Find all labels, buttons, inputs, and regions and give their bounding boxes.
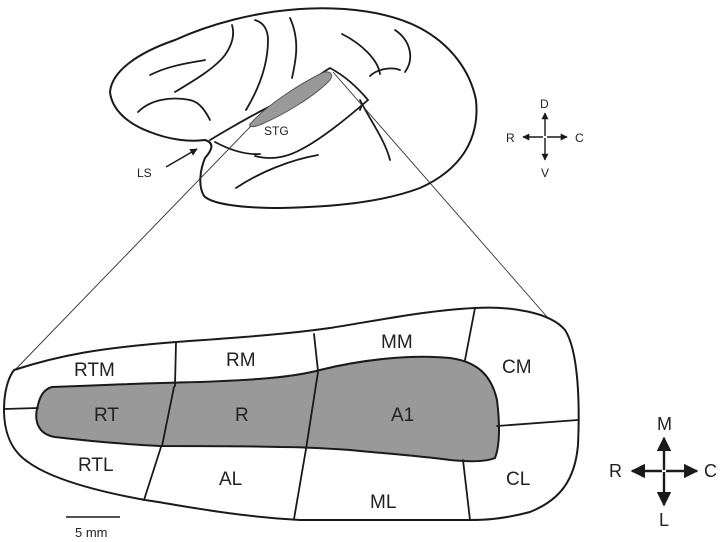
brain-outline: [109, 7, 478, 209]
compass-small-down: V: [541, 166, 549, 180]
core-region: [35, 355, 501, 463]
sulcus-1: [137, 97, 211, 121]
field-rm: RM: [226, 350, 256, 371]
boundary-r-a1: [305, 371, 319, 450]
auditory-fields-map: RTM RM MM CM RT R A1 RTL AL ML CL 5 mm: [3, 306, 580, 540]
field-ml: ML: [370, 492, 396, 513]
sulcus-10: [359, 99, 391, 161]
boundary-rt-r: [161, 386, 175, 447]
zoom-line-right: [332, 71, 549, 319]
ls-label: LS: [137, 166, 152, 180]
boundary-rm-mm: [313, 333, 319, 372]
field-rt: RT: [94, 405, 119, 426]
compass-small-right: C: [575, 131, 584, 145]
stg-region: [249, 71, 333, 128]
field-rtm: RTM: [74, 360, 115, 381]
compass-large-right: C: [704, 461, 717, 481]
sulcus-7: [394, 29, 412, 73]
boundary-rostral-tip: [3, 407, 39, 410]
sulcus-6: [341, 33, 381, 75]
sulcus-5: [289, 17, 298, 79]
sulcus-ls-lower: [214, 141, 261, 155]
compass-large-down: L: [659, 510, 669, 530]
ls-arrow: [165, 148, 198, 168]
sulcus-3: [174, 24, 235, 93]
field-cm: CM: [502, 357, 532, 378]
compass-small-left: R: [506, 131, 515, 145]
sulcus-8: [369, 67, 401, 77]
field-cl: CL: [506, 469, 530, 490]
sulcus-9: [235, 154, 319, 189]
sulcus-2: [149, 59, 206, 76]
scale-bar-label: 5 mm: [75, 525, 108, 540]
field-r: R: [235, 405, 249, 426]
boundary-rtm-rm: [174, 341, 177, 387]
boundary-al-ml: [293, 448, 307, 520]
compass-dvrc: D V R C: [506, 97, 584, 180]
field-mm: MM: [381, 332, 413, 353]
field-a1: A1: [391, 405, 414, 426]
field-al: AL: [219, 469, 242, 490]
stg-label: STG: [264, 124, 289, 138]
field-rtl: RTL: [78, 455, 114, 476]
compass-large-up: M: [657, 414, 672, 434]
belt-outline: [3, 306, 580, 522]
sulcus-4: [245, 19, 269, 111]
compass-mlrc: M L R C: [609, 414, 717, 530]
brain-lateral-view: STG LS: [109, 7, 478, 209]
boundary-mm-cm: [464, 307, 476, 361]
compass-small-up: D: [540, 97, 549, 111]
compass-large-left: R: [609, 461, 622, 481]
boundary-cm-cl: [496, 419, 579, 427]
zoom-line-left: [12, 125, 252, 373]
boundary-ml-cl: [462, 459, 471, 521]
boundary-rtl-al: [143, 446, 162, 501]
